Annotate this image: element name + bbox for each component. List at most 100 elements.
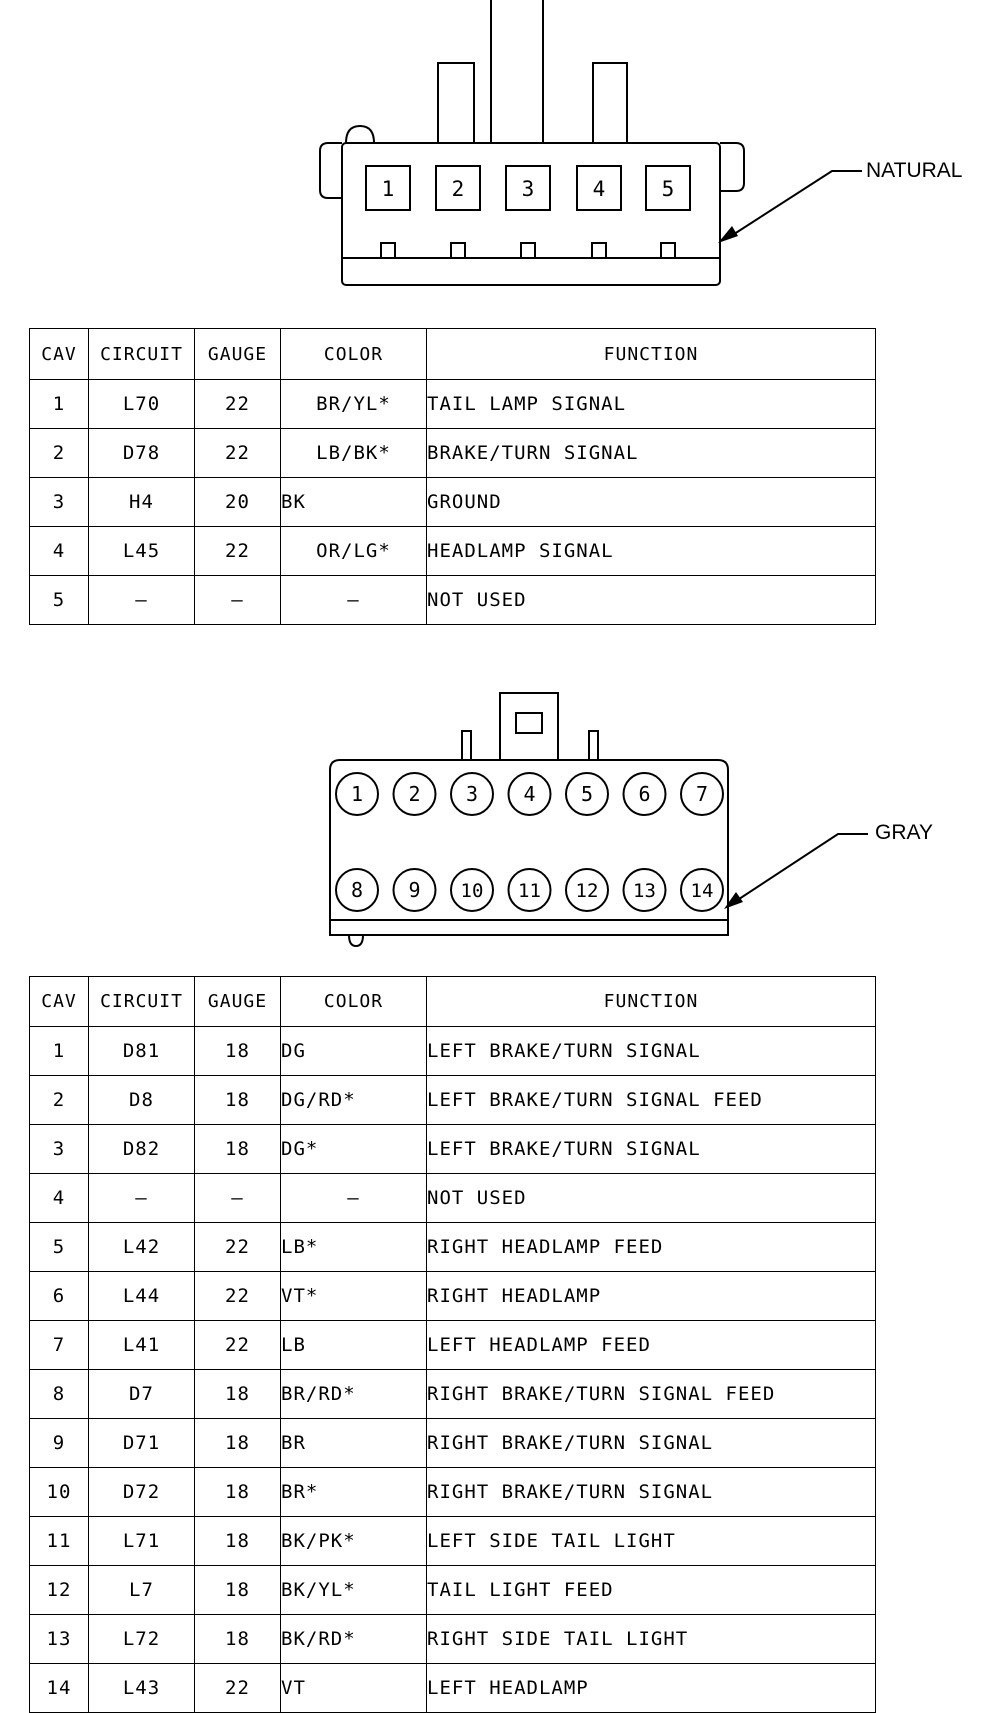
connector-2-cavity-label: 13 — [633, 880, 656, 902]
header-cav: CAV — [29, 976, 89, 1027]
cell-color: BK — [280, 477, 427, 527]
cell-circuit: D78 — [88, 428, 195, 478]
cell-circuit: D71 — [88, 1418, 195, 1468]
cell-circuit: L71 — [88, 1516, 195, 1566]
cell-color: BR/YL* — [280, 379, 427, 429]
cell-cav: 10 — [29, 1467, 89, 1517]
connector-1-pinout-table: CAV CIRCUIT GAUGE COLOR FUNCTION 1 L70 2… — [29, 328, 876, 625]
cell-gauge: 18 — [194, 1369, 281, 1419]
connector-2-cavity-label: 14 — [691, 880, 714, 902]
connector-2-cavity-label: 5 — [581, 782, 593, 806]
table-header-row: CAV CIRCUIT GAUGE COLOR FUNCTION — [29, 328, 876, 380]
header-cav: CAV — [29, 328, 89, 380]
connector-2-cavity — [335, 772, 379, 816]
cell-gauge: 22 — [194, 526, 281, 576]
cell-gauge: 18 — [194, 1467, 281, 1517]
connector-1-color-label: NATURAL — [866, 159, 963, 182]
table-row: 1 L70 22 BR/YL* TAIL LAMP SIGNAL — [29, 379, 876, 429]
cell-function: TAIL LIGHT FEED — [426, 1565, 876, 1615]
cell-circuit: D8 — [88, 1075, 195, 1125]
table-row: 10 D72 18 BR* RIGHT BRAKE/TURN SIGNAL — [29, 1467, 876, 1517]
cell-gauge: — — [194, 575, 281, 625]
connector-2-cavity-label: 7 — [696, 782, 708, 806]
connector-2-cavity-label: 10 — [461, 880, 484, 902]
table-row: 2 D8 18 DG/RD* LEFT BRAKE/TURN SIGNAL FE… — [29, 1075, 876, 1125]
connector-2-cavity-label: 3 — [466, 782, 478, 806]
cell-function: LEFT HEADLAMP FEED — [426, 1320, 876, 1370]
cell-function: RIGHT BRAKE/TURN SIGNAL FEED — [426, 1369, 876, 1419]
connector-2-pinout-table: CAV CIRCUIT GAUGE COLOR FUNCTION 1 D81 1… — [29, 976, 876, 1713]
connector-2-cavity — [680, 868, 724, 912]
cell-cav: 5 — [29, 575, 89, 625]
cell-gauge: 18 — [194, 1124, 281, 1174]
header-color: COLOR — [280, 976, 427, 1027]
cell-gauge: 22 — [194, 428, 281, 478]
header-circuit: CIRCUIT — [88, 976, 195, 1027]
connector-1-cavity-label: 1 — [382, 177, 395, 201]
cell-gauge: 22 — [194, 379, 281, 429]
connector-1-cavity-label: 2 — [452, 177, 465, 201]
connector-2-cavity-label: 4 — [523, 782, 535, 806]
cell-cav: 7 — [29, 1320, 89, 1370]
connector-2-cavity-label: 8 — [351, 878, 363, 902]
cell-cav: 13 — [29, 1614, 89, 1664]
table-row: 11 L71 18 BK/PK* LEFT SIDE TAIL LIGHT — [29, 1516, 876, 1566]
cell-gauge: 18 — [194, 1565, 281, 1615]
cell-gauge: 22 — [194, 1271, 281, 1321]
cell-function: RIGHT BRAKE/TURN SIGNAL — [426, 1418, 876, 1468]
cell-cav: 4 — [29, 1173, 89, 1223]
cell-function: LEFT BRAKE/TURN SIGNAL — [426, 1124, 876, 1174]
cell-function: NOT USED — [426, 575, 876, 625]
cell-function: LEFT SIDE TAIL LIGHT — [426, 1516, 876, 1566]
cell-color: OR/LG* — [280, 526, 427, 576]
header-color: COLOR — [280, 328, 427, 380]
cell-circuit: D81 — [88, 1026, 195, 1076]
cell-function: LEFT HEADLAMP — [426, 1663, 876, 1713]
cell-gauge: 18 — [194, 1516, 281, 1566]
cell-circuit: D82 — [88, 1124, 195, 1174]
connector-2-cavity — [680, 772, 724, 816]
cell-circuit: D7 — [88, 1369, 195, 1419]
cell-cav: 6 — [29, 1271, 89, 1321]
cell-color: DG* — [280, 1124, 427, 1174]
connector-2-cavity-label: 11 — [518, 880, 541, 902]
cell-cav: 3 — [29, 1124, 89, 1174]
cell-circuit: L45 — [88, 526, 195, 576]
connector-2-cavity — [507, 772, 552, 816]
connector-2-cavity-label: 1 — [351, 782, 363, 806]
table-row: 3 D82 18 DG* LEFT BRAKE/TURN SIGNAL — [29, 1124, 876, 1174]
table-row: 5 L42 22 LB* RIGHT HEADLAMP FEED — [29, 1222, 876, 1272]
cell-circuit: L7 — [88, 1565, 195, 1615]
cell-color: DG/RD* — [280, 1075, 427, 1125]
cell-cav: 1 — [29, 379, 89, 429]
cell-color: VT* — [280, 1271, 427, 1321]
connector-2-cavity — [335, 868, 379, 912]
table-row: 6 L44 22 VT* RIGHT HEADLAMP — [29, 1271, 876, 1321]
cell-circuit: L70 — [88, 379, 195, 429]
cell-circuit: L72 — [88, 1614, 195, 1664]
table-row: 2 D78 22 LB/BK* BRAKE/TURN SIGNAL — [29, 428, 876, 478]
cell-circuit: — — [88, 575, 195, 625]
table-row: 8 D7 18 BR/RD* RIGHT BRAKE/TURN SIGNAL F… — [29, 1369, 876, 1419]
cell-cav: 2 — [29, 428, 89, 478]
cell-gauge: 18 — [194, 1026, 281, 1076]
cell-circuit: L43 — [88, 1663, 195, 1713]
header-gauge: GAUGE — [194, 976, 281, 1027]
connector-2-cavity — [507, 868, 552, 912]
cell-cav: 12 — [29, 1565, 89, 1615]
cell-function: TAIL LAMP SIGNAL — [426, 379, 876, 429]
connector-2-cavity-label: 12 — [576, 880, 599, 902]
table-row: 3 H4 20 BK GROUND — [29, 477, 876, 527]
table-row: 12 L7 18 BK/YL* TAIL LIGHT FEED — [29, 1565, 876, 1615]
header-function: FUNCTION — [426, 976, 876, 1027]
cell-gauge: 20 — [194, 477, 281, 527]
cell-color: LB/BK* — [280, 428, 427, 478]
cell-function: HEADLAMP SIGNAL — [426, 526, 876, 576]
connector-1-cavity-label: 5 — [662, 177, 675, 201]
cell-cav: 1 — [29, 1026, 89, 1076]
cell-function: BRAKE/TURN SIGNAL — [426, 428, 876, 478]
connector-2-cavity — [622, 772, 667, 816]
cell-circuit: L42 — [88, 1222, 195, 1272]
cell-cav: 14 — [29, 1663, 89, 1713]
table-row: 13 L72 18 BK/RD* RIGHT SIDE TAIL LIGHT — [29, 1614, 876, 1664]
